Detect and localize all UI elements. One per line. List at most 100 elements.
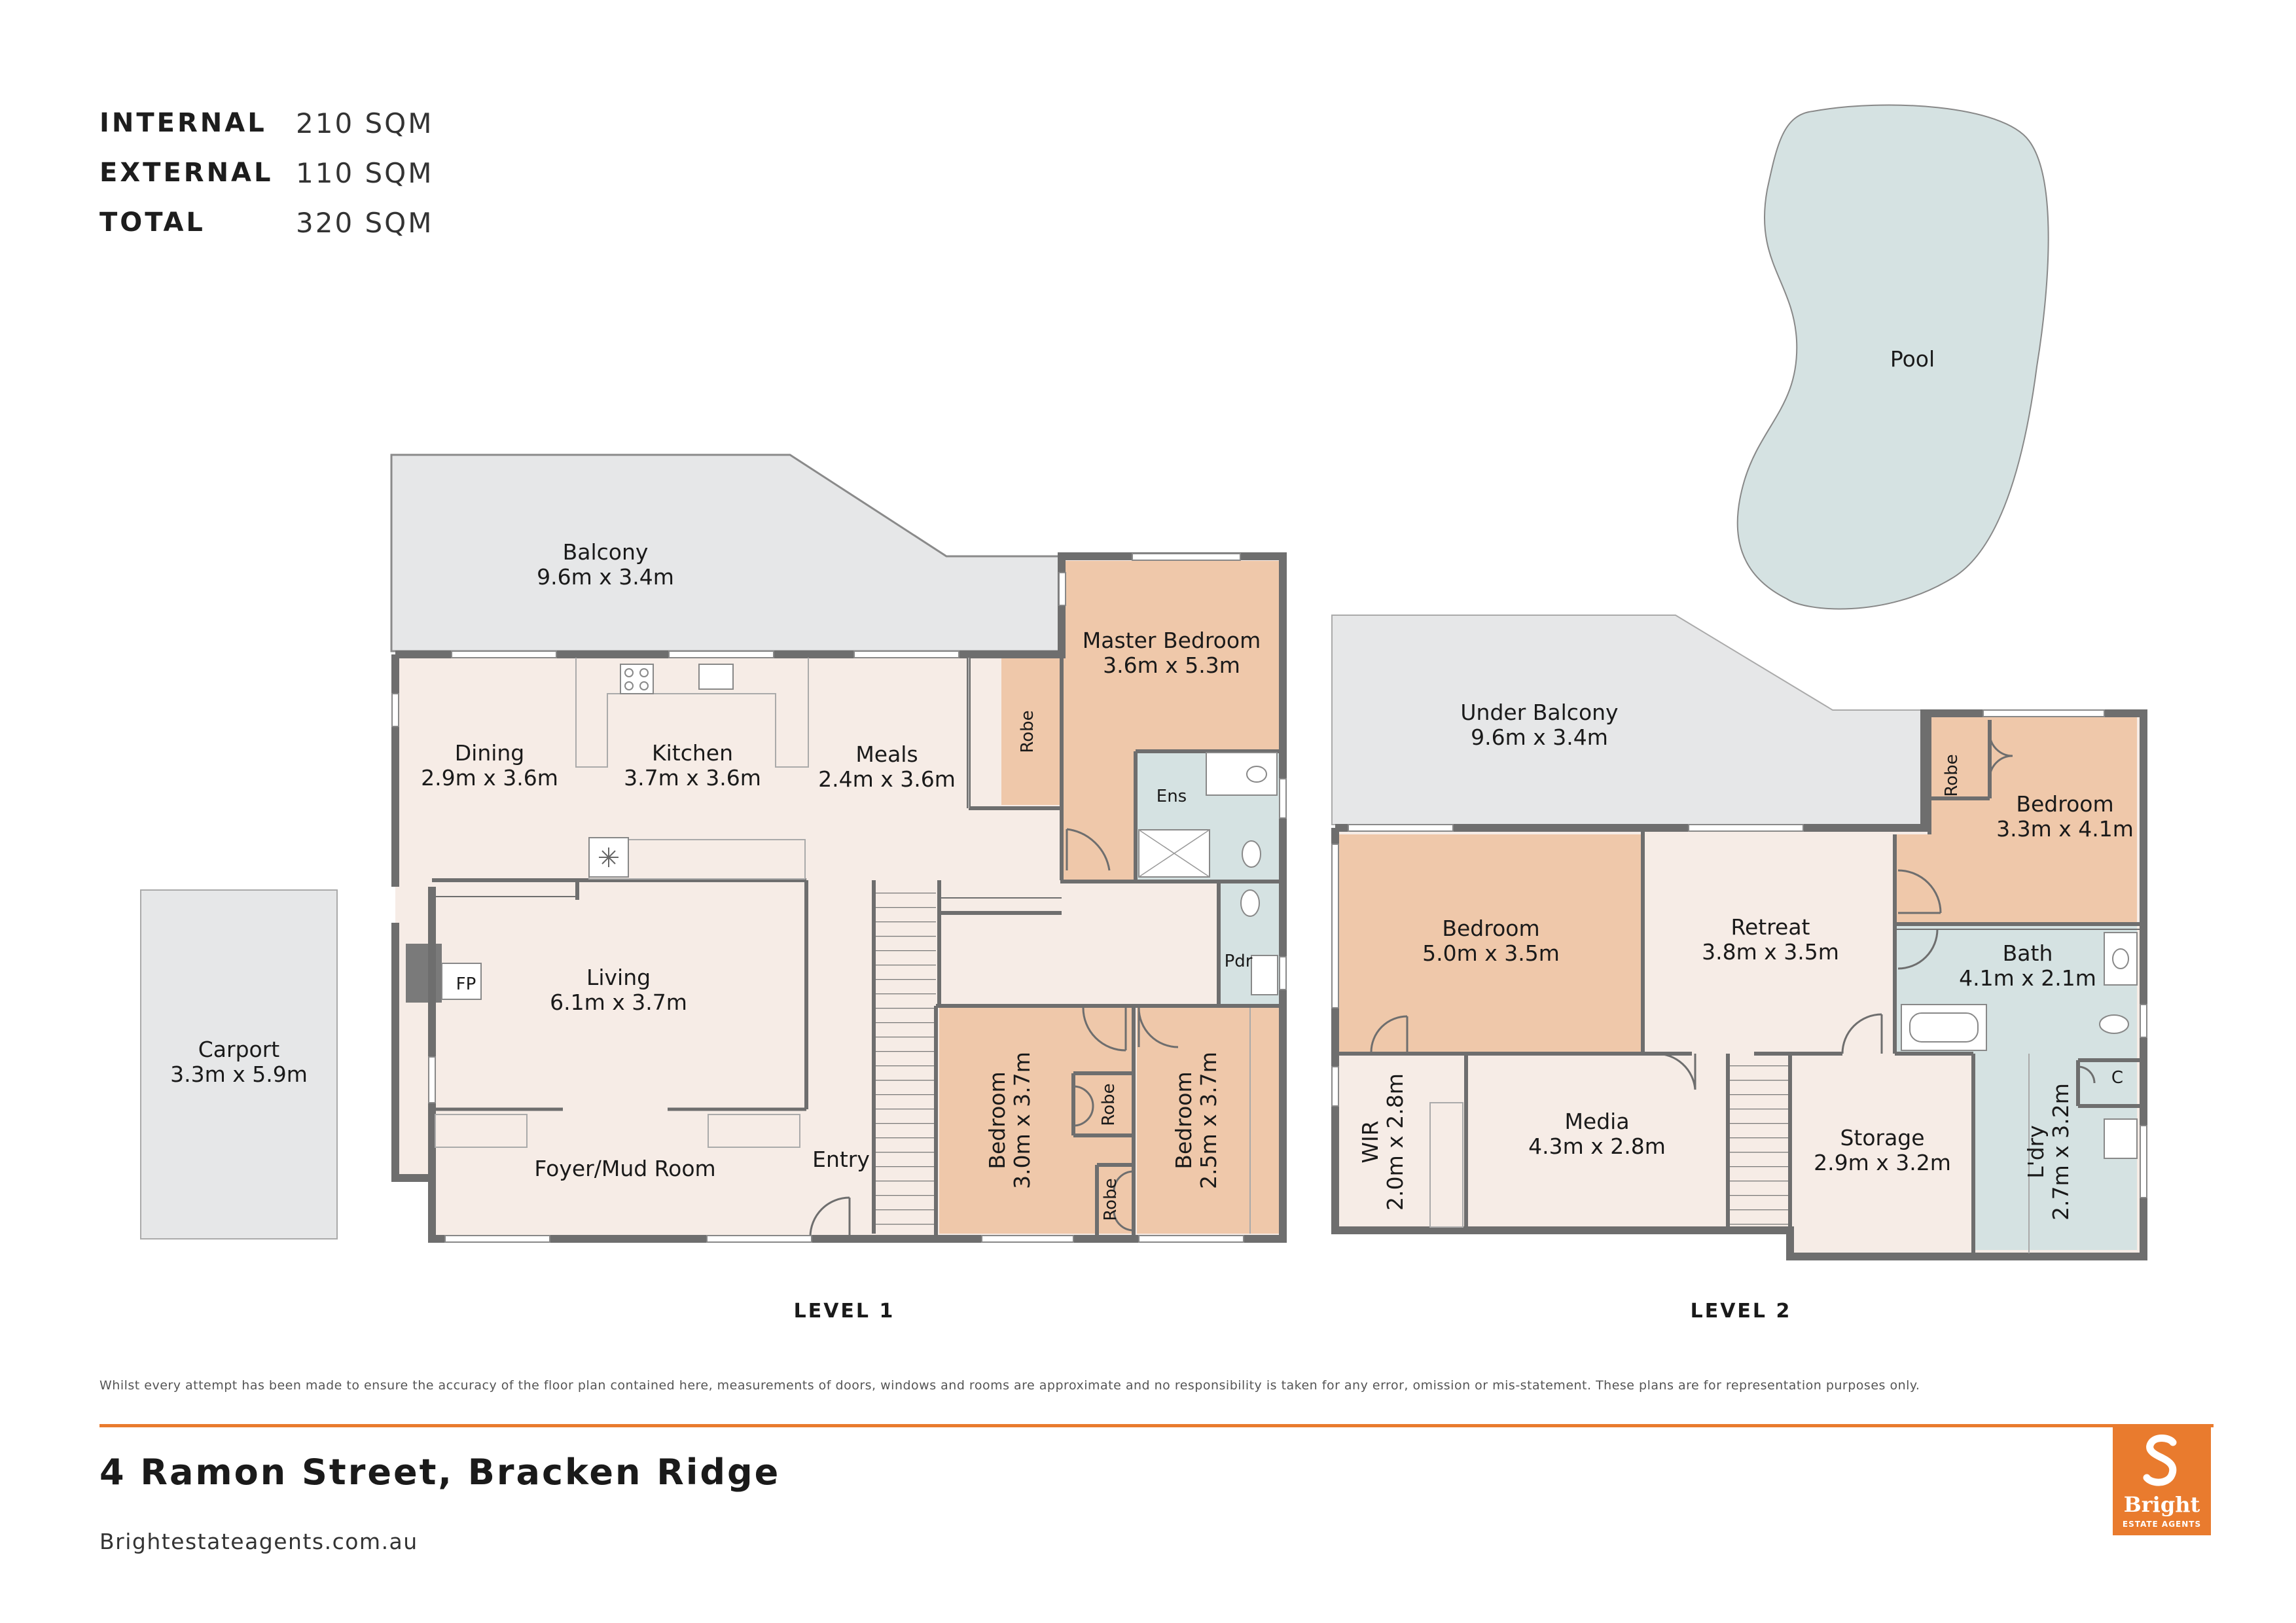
internal-label: INTERNAL (99, 108, 267, 138)
internal-value: 210 SQM (296, 107, 434, 139)
cupboard-label: C (2111, 1068, 2123, 1088)
external-label: EXTERNAL (99, 158, 274, 188)
internal-row: INTERNAL 210 SQM (99, 98, 433, 148)
bedroom-large-area (1338, 834, 1643, 1052)
stairs-level-1 (874, 883, 936, 1234)
level-2-inner-walls (1335, 713, 2140, 1253)
meals-dims: 2.4m x 3.6m (818, 766, 956, 792)
robe-a-area (1073, 1073, 1132, 1135)
level-1-plan (140, 454, 1287, 1243)
pool-label: Pool (1890, 346, 1935, 372)
carport-area (140, 889, 338, 1240)
windows-level-2 (1331, 709, 2147, 1198)
bedroom-b-dims: 2.5m x 3.7m (1196, 1052, 1221, 1189)
retreat-label: Retreat (1731, 914, 1810, 940)
laundry-dims: 2.7m x 3.2m (2048, 1083, 2073, 1221)
area-summary: INTERNAL 210 SQM EXTERNAL 110 SQM TOTAL … (99, 98, 433, 247)
fireplace-box (406, 944, 442, 1003)
wir-dims: 2.0m x 2.8m (1382, 1073, 1408, 1211)
robe-master-label: Robe (1018, 710, 1037, 753)
level-2-walls (1331, 709, 2147, 1260)
laundry-tub-icon (2104, 1118, 2138, 1159)
dining-dims: 2.9m x 3.6m (421, 765, 558, 791)
property-address: 4 Ramon Street, Bracken Ridge (99, 1452, 781, 1493)
total-value: 320 SQM (296, 206, 434, 239)
bath-dims: 4.1m x 2.1m (1959, 965, 2096, 991)
level-2-label: LEVEL 2 (1691, 1300, 1792, 1323)
logo-tagline: ESTATE AGENTS (2122, 1520, 2202, 1529)
total-label: TOTAL (99, 207, 206, 238)
pool-shape (1736, 104, 2049, 610)
fireplace-hearth (441, 963, 482, 1000)
bedroom-a-dims: 3.0m x 3.7m (1009, 1052, 1035, 1189)
under-balcony-dims: 9.6m x 3.4m (1471, 724, 1608, 750)
doors-level-1 (809, 828, 1179, 1238)
cooktop-icon (620, 664, 654, 694)
bedroom-b-area (1137, 1008, 1281, 1234)
laundry-label: L'dry (2023, 1125, 2049, 1179)
bedroom-large-dims: 5.0m x 3.5m (1422, 940, 1560, 966)
bedroom-upper-dims: 3.3m x 4.1m (1996, 816, 2134, 842)
kitchen-sink-icon (698, 664, 734, 690)
ensuite-label: Ens (1157, 787, 1187, 806)
retreat-dims: 3.8m x 3.5m (1702, 939, 1839, 965)
master-bedroom-label: Master Bedroom (1083, 628, 1261, 653)
foyer-label: Foyer/Mud Room (534, 1156, 715, 1181)
logo-name: Bright (2123, 1492, 2200, 1517)
balcony-dims: 9.6m x 3.4m (537, 564, 674, 590)
balcony-label: Balcony (563, 539, 649, 565)
bedroom-upper-label: Bedroom (2016, 791, 2113, 817)
living-dims: 6.1m x 3.7m (550, 990, 687, 1015)
powder-label: Pdr (1225, 952, 1253, 971)
carport-label: Carport (198, 1037, 280, 1062)
storage-dims: 2.9m x 3.2m (1814, 1150, 1951, 1175)
stairs-level-2 (1728, 1055, 1790, 1225)
footer-divider (99, 1424, 2214, 1427)
powder-basin-icon (1251, 955, 1278, 995)
logo-s-icon (2143, 1435, 2177, 1486)
media-dims: 4.3m x 2.8m (1528, 1133, 1666, 1159)
disclaimer-text: Whilst every attempt has been made to en… (99, 1378, 1920, 1393)
entry-label: Entry (812, 1147, 870, 1172)
carport-dims: 3.3m x 5.9m (170, 1061, 308, 1087)
bedroom-upper-area (1895, 717, 2137, 923)
kitchen-label: Kitchen (652, 740, 733, 766)
bedroom-large-label: Bedroom (1442, 916, 1539, 941)
robe-a-label: Robe (1099, 1083, 1119, 1126)
ensuite-toilet-icon (1242, 840, 1261, 868)
robe-upper-label: Robe (1942, 754, 1962, 796)
bedroom-a-label: Bedroom (984, 1071, 1010, 1169)
master-bedroom-dims: 3.6m x 5.3m (1103, 652, 1240, 678)
level-1-label: LEVEL 1 (794, 1300, 895, 1323)
bath-toilet-icon (2099, 1014, 2129, 1034)
balcony-area (390, 454, 1063, 652)
total-row: TOTAL 320 SQM (99, 198, 433, 247)
powder-toilet-icon (1240, 889, 1260, 917)
robe-master-area (1001, 658, 1062, 805)
fireplace-label: FP (456, 974, 476, 994)
kitchen-dims: 3.7m x 3.6m (624, 765, 761, 791)
level-2-plan (1331, 104, 2147, 1260)
dining-label: Dining (455, 740, 525, 766)
room-labels: Balcony 9.6m x 3.4m Master Bedroom 3.6m … (170, 346, 2134, 1323)
doors-level-2 (1370, 732, 2096, 1090)
under-balcony-label: Under Balcony (1460, 700, 1618, 725)
living-label: Living (586, 965, 651, 990)
agency-website[interactable]: Brightestateagents.com.au (99, 1529, 418, 1554)
bedroom-b-label: Bedroom (1171, 1071, 1196, 1169)
windows-level-1 (391, 553, 1287, 1243)
robe-b-area (1097, 1165, 1133, 1234)
external-row: EXTERNAL 110 SQM (99, 148, 433, 198)
bath-vanity-icon (2104, 932, 2138, 986)
bathtub-icon (1901, 1004, 1987, 1051)
level-1-inner-walls (432, 561, 1283, 1237)
external-value: 110 SQM (296, 156, 434, 189)
ensuite-vanity-icon (1206, 752, 1278, 796)
storage-label: Storage (1840, 1125, 1924, 1150)
bright-logo: Bright ESTATE AGENTS (2113, 1424, 2211, 1535)
media-label: Media (1564, 1109, 1629, 1134)
wir-shelf (1429, 1102, 1463, 1228)
under-balcony-area (1331, 615, 1925, 825)
wir-label: WIR (1357, 1120, 1383, 1163)
